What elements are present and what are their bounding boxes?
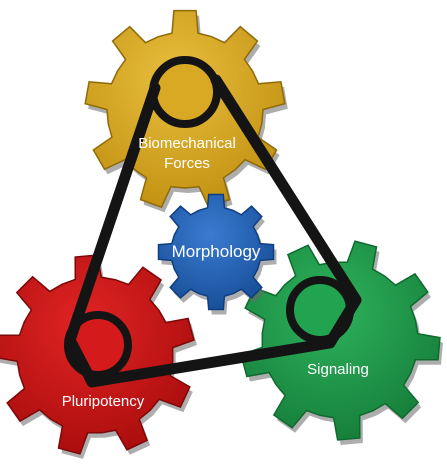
gear-pluripotency	[0, 254, 197, 459]
label-pluripotency: Pluripotency	[62, 393, 145, 410]
gear-biomechanical-forces	[84, 9, 288, 213]
gear-biomechanical-hub	[149, 56, 221, 128]
gear-morphology	[157, 193, 277, 315]
label-morphology: Morphology	[172, 242, 261, 261]
label-signaling: Signaling	[307, 361, 369, 378]
gear-morphology-body	[157, 193, 275, 311]
label-biomechanical-line1: Biomechanical	[138, 135, 236, 152]
belt	[64, 74, 362, 388]
gear-signaling-body	[240, 240, 441, 441]
label-biomechanical-line2: Forces	[164, 155, 210, 172]
